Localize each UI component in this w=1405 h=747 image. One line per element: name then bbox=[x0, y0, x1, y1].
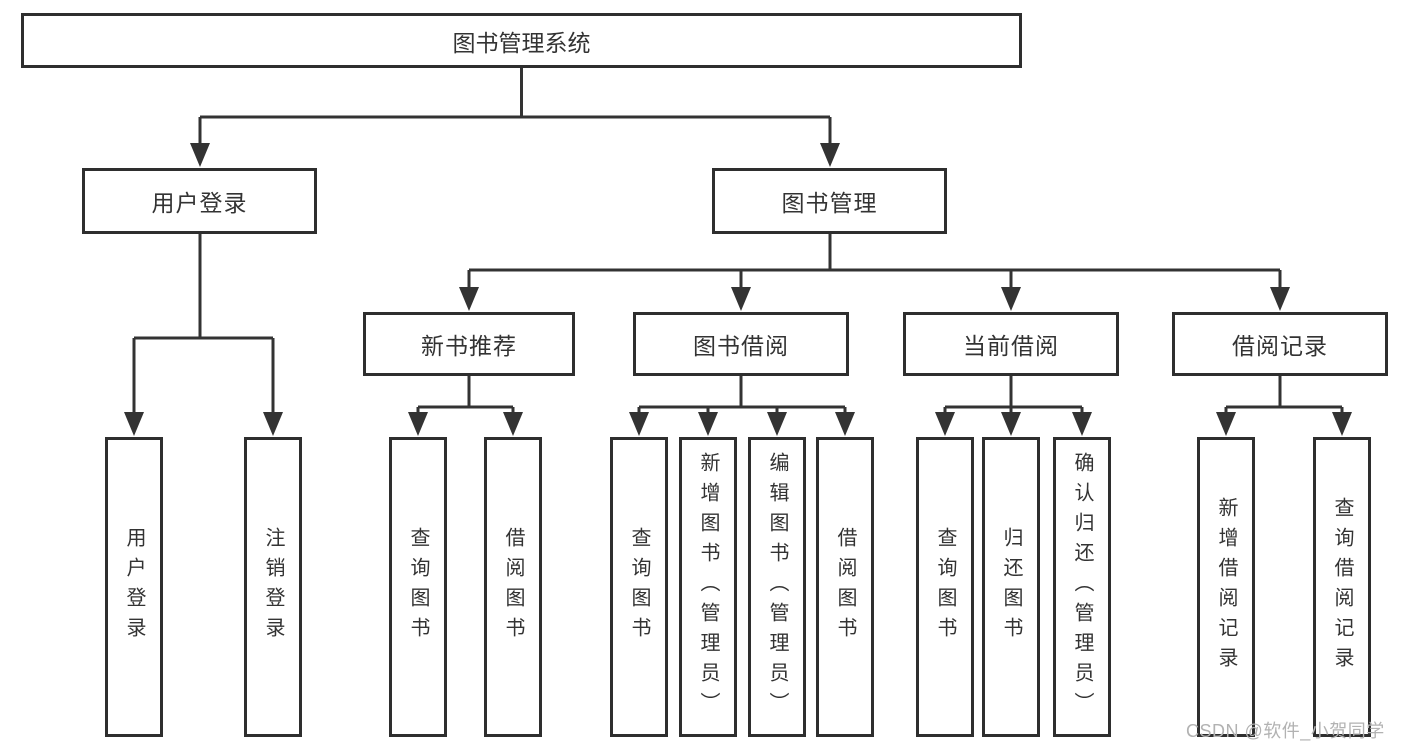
node-book-management: 图书管理 bbox=[712, 168, 947, 234]
leaf-user-login: 用户登录 bbox=[105, 437, 163, 737]
leaf-logout-login: 注销登录 bbox=[244, 437, 302, 737]
leaf-query-books-borrow: 查询图书 bbox=[610, 437, 668, 737]
csdn-watermark: CSDN @软件_小贺同学 bbox=[1186, 721, 1385, 741]
leaf-add-book-admin: 新增图书（管理员） bbox=[679, 437, 737, 737]
node-label: 图书借阅 bbox=[693, 333, 789, 359]
leaf-query-books-recommend: 查询图书 bbox=[389, 437, 447, 737]
leaf-label: 借阅图书 bbox=[834, 527, 856, 647]
leaf-label: 查询借阅记录 bbox=[1331, 497, 1353, 677]
tree-edges bbox=[132, 68, 1344, 417]
node-label: 新书推荐 bbox=[421, 333, 517, 359]
node-label: 图书管理系统 bbox=[452, 29, 591, 56]
leaf-label: 归还图书 bbox=[1000, 527, 1022, 647]
leaf-label: 确认归还（管理员） bbox=[1071, 452, 1093, 722]
leaf-borrow-books: 借阅图书 bbox=[816, 437, 874, 737]
node-label: 图书管理 bbox=[781, 190, 878, 216]
node-label: 借阅记录 bbox=[1232, 333, 1328, 359]
leaf-label: 新增图书（管理员） bbox=[697, 452, 719, 722]
leaf-label: 借阅图书 bbox=[502, 527, 524, 647]
leaf-label: 注销登录 bbox=[262, 527, 284, 647]
node-book-borrow: 图书借阅 bbox=[633, 312, 849, 376]
leaf-confirm-return-admin: 确认归还（管理员） bbox=[1053, 437, 1111, 737]
arrowheads bbox=[124, 143, 1352, 436]
leaf-edit-book-admin: 编辑图书（管理员） bbox=[748, 437, 806, 737]
leaf-label: 查询图书 bbox=[934, 527, 956, 647]
leaf-label: 新增借阅记录 bbox=[1215, 497, 1237, 677]
leaf-borrow-books-recommend: 借阅图书 bbox=[484, 437, 542, 737]
leaf-label: 编辑图书（管理员） bbox=[766, 452, 788, 722]
node-library-management-system: 图书管理系统 bbox=[21, 13, 1022, 68]
node-label: 用户登录 bbox=[151, 190, 248, 216]
node-label: 当前借阅 bbox=[963, 333, 1059, 359]
node-current-borrow: 当前借阅 bbox=[903, 312, 1119, 376]
leaf-add-borrow-record: 新增借阅记录 bbox=[1197, 437, 1255, 737]
leaf-label: 用户登录 bbox=[123, 527, 145, 647]
leaf-label: 查询图书 bbox=[407, 527, 429, 647]
leaf-query-books-current: 查询图书 bbox=[916, 437, 974, 737]
node-user-login: 用户登录 bbox=[82, 168, 317, 234]
node-new-book-recommend: 新书推荐 bbox=[363, 312, 575, 376]
node-borrow-records: 借阅记录 bbox=[1172, 312, 1388, 376]
leaf-label: 查询图书 bbox=[628, 527, 650, 647]
leaf-return-book: 归还图书 bbox=[982, 437, 1040, 737]
leaf-query-borrow-record: 查询借阅记录 bbox=[1313, 437, 1371, 737]
